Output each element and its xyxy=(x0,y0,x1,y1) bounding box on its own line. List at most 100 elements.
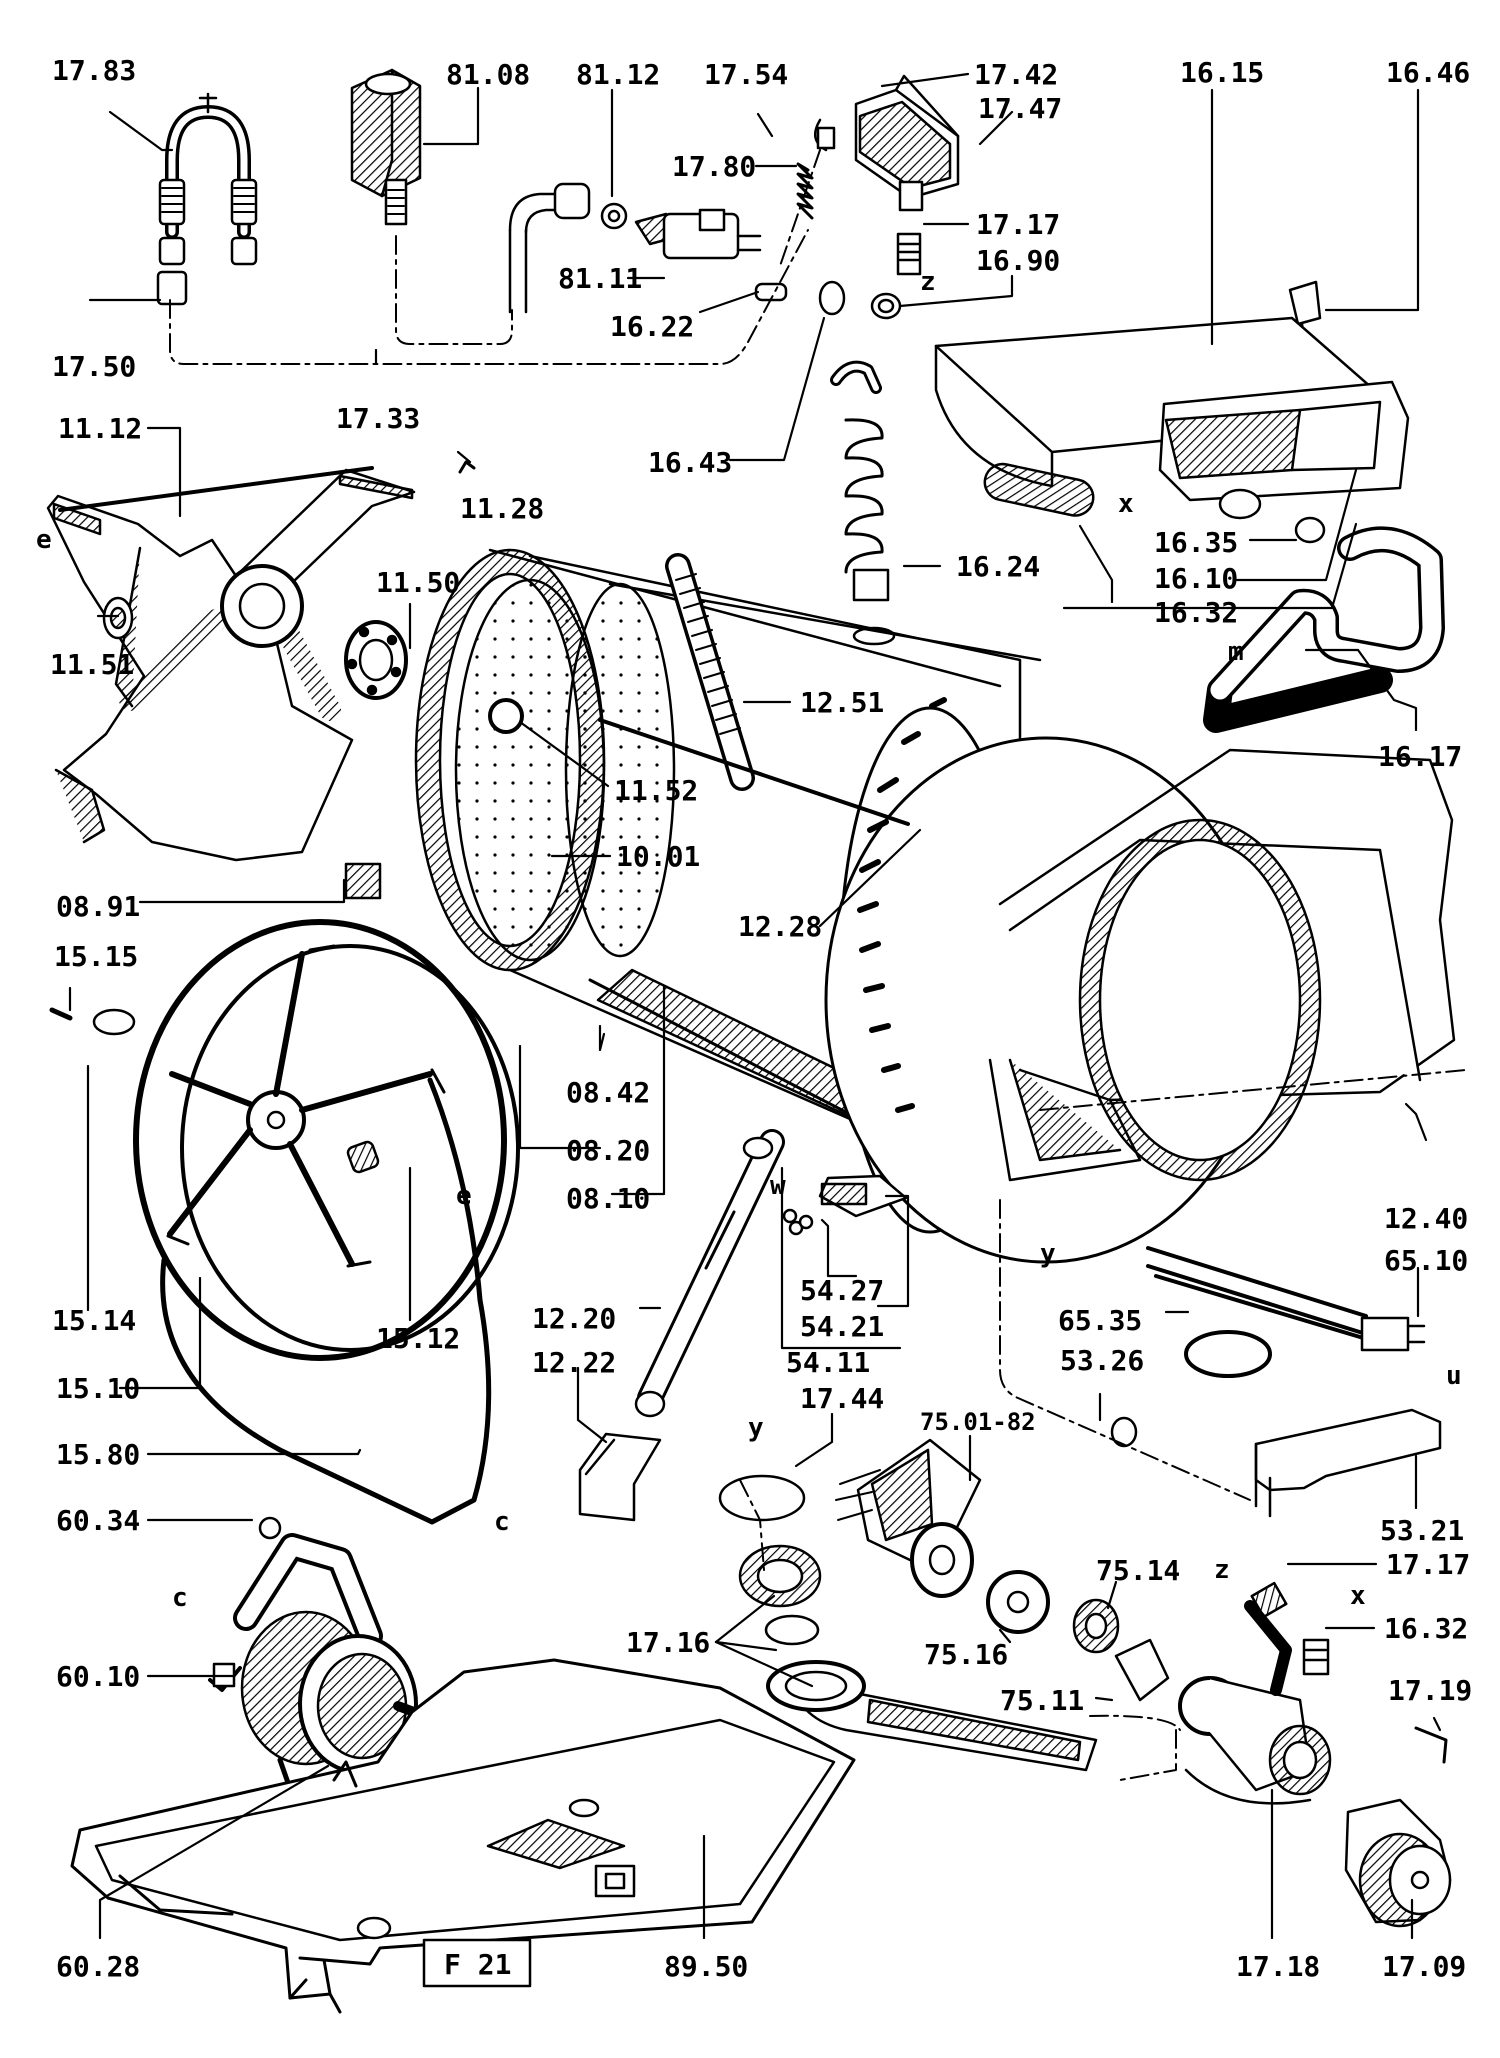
part-label-54-11: 54.11 xyxy=(786,1346,870,1379)
part-label-17-17-bottom: 17.17 xyxy=(1386,1548,1470,1581)
part-label-75-16: 75.16 xyxy=(924,1638,1008,1671)
shock-bracket-part xyxy=(578,1432,662,1522)
part-label-16-24: 16.24 xyxy=(956,550,1040,583)
part-label-17-80: 17.80 xyxy=(672,150,756,183)
marker-x-top: x xyxy=(1118,489,1134,519)
pump-seal-parts xyxy=(986,1570,1170,1702)
part-label-17-19: 17.19 xyxy=(1388,1674,1472,1707)
pump-housing-part xyxy=(1178,1581,1452,1928)
rear-cross-part xyxy=(46,466,416,862)
part-label-16-32-bottom: 16.32 xyxy=(1384,1612,1468,1645)
sump-hose-part xyxy=(738,1544,1098,1772)
part-label-12-28: 12.28 xyxy=(738,910,822,943)
marker-c-motor: c xyxy=(172,1583,188,1613)
part-label-08-10: 08.10 xyxy=(566,1182,650,1215)
part-label-60-28: 60.28 xyxy=(56,1950,140,1983)
part-label-12-20: 12.20 xyxy=(532,1302,616,1335)
pulley-nut-part xyxy=(346,1140,380,1174)
small-nut-part xyxy=(1110,1416,1138,1448)
part-label-16-90: 16.90 xyxy=(976,244,1060,277)
part-label-16-17: 16.17 xyxy=(1378,740,1462,773)
part-label-11-28: 11.28 xyxy=(460,492,544,525)
part-label-53-26: 53.26 xyxy=(1060,1344,1144,1377)
part-label-75-01-82: 75.01-82 xyxy=(920,1408,1036,1436)
shock-absorber-part xyxy=(634,1129,785,1418)
part-label-15-14: 15.14 xyxy=(52,1304,136,1337)
marker-m: m xyxy=(1228,637,1244,667)
part-label-65-35: 65.35 xyxy=(1058,1304,1142,1337)
bellows-hose-part xyxy=(830,360,896,646)
part-label-11-50: 11.50 xyxy=(376,566,460,599)
drive-belt-part xyxy=(160,1077,492,1525)
part-label-60-10: 60.10 xyxy=(56,1660,140,1693)
part-label-12-51: 12.51 xyxy=(800,686,884,719)
part-label-75-11: 75.11 xyxy=(1000,1684,1084,1717)
part-label-54-21: 54.21 xyxy=(800,1310,884,1343)
sheet-label-box: F 21 xyxy=(422,1938,532,1988)
bearing-parts xyxy=(102,460,476,700)
marker-x-bottom: x xyxy=(1350,1581,1366,1611)
part-label-54-27: 54.27 xyxy=(800,1274,884,1307)
part-label-17-16: 17.16 xyxy=(626,1626,710,1659)
marker-u: u xyxy=(1446,1361,1462,1391)
u-hose-part xyxy=(156,92,258,306)
part-label-17-42: 17.42 xyxy=(974,58,1058,91)
bushing-part xyxy=(488,698,524,734)
marker-z-top: z xyxy=(920,267,936,297)
screw-part xyxy=(896,232,922,276)
part-label-11-51: 11.51 xyxy=(50,648,134,681)
part-label-17-83: 17.83 xyxy=(52,54,136,87)
pressure-switch-part xyxy=(350,68,422,226)
rod-part xyxy=(598,718,910,826)
part-label-17-47: 17.47 xyxy=(978,92,1062,125)
part-label-81-12: 81.12 xyxy=(576,58,660,91)
element-cap-part xyxy=(1184,1330,1272,1378)
pulley-washer-part xyxy=(49,1007,136,1036)
part-label-17-54: 17.54 xyxy=(704,58,788,91)
marker-y-tub: y xyxy=(1040,1239,1056,1269)
tub-bracket-part xyxy=(782,1174,908,1236)
part-label-11-52: 11.52 xyxy=(614,774,698,807)
marker-e-left: e xyxy=(36,525,52,555)
part-label-60-34: 60.34 xyxy=(56,1504,140,1537)
heating-element-part xyxy=(1146,1246,1426,1352)
part-label-16-35: 16.35 xyxy=(1154,526,1238,559)
marker-c-belt: c xyxy=(494,1507,510,1537)
part-label-65-10: 65.10 xyxy=(1384,1244,1468,1277)
part-label-16-10: 16.10 xyxy=(1154,562,1238,595)
suspension-spring-part xyxy=(665,553,755,791)
small-block-part xyxy=(344,862,382,900)
outer-tub-part xyxy=(414,548,1042,1142)
inlet-valve-part xyxy=(634,208,762,260)
part-label-17-50: 17.50 xyxy=(52,350,136,383)
part-label-15-10: 15.10 xyxy=(56,1372,140,1405)
part-label-08-20: 08.20 xyxy=(566,1134,650,1167)
part-label-15-80: 15.80 xyxy=(56,1438,140,1471)
part-label-08-42: 08.42 xyxy=(566,1076,650,1109)
part-label-12-22: 12.22 xyxy=(532,1346,616,1379)
marker-w: w xyxy=(770,1171,786,1201)
part-label-16-43: 16.43 xyxy=(648,446,732,479)
part-label-16-46: 16.46 xyxy=(1386,56,1470,89)
front-tub-ring-part xyxy=(824,697,1456,1264)
heater-bracket-part xyxy=(1254,1408,1442,1518)
base-plate-part xyxy=(70,1658,856,2014)
part-label-17-44: 17.44 xyxy=(800,1382,884,1415)
part-label-15-12: 15.12 xyxy=(376,1322,460,1355)
marker-y-pump: y xyxy=(748,1413,764,1443)
part-label-12-40: 12.40 xyxy=(1384,1202,1468,1235)
sheet-label: F 21 xyxy=(444,1948,511,1981)
dispenser-part xyxy=(813,74,960,212)
short-hose-part xyxy=(983,462,1326,544)
part-label-11-12: 11.12 xyxy=(58,412,142,445)
part-label-17-17-top: 17.17 xyxy=(976,208,1060,241)
part-label-16-32-top: 16.32 xyxy=(1154,596,1238,629)
part-label-08-91: 08.91 xyxy=(56,890,140,923)
part-label-89-50: 89.50 xyxy=(664,1950,748,1983)
part-label-53-21: 53.21 xyxy=(1380,1514,1464,1547)
part-label-17-18: 17.18 xyxy=(1236,1950,1320,1983)
drain-pump-motor-part xyxy=(718,1438,982,1598)
spring-part xyxy=(796,162,814,220)
part-label-17-33: 17.33 xyxy=(336,402,420,435)
